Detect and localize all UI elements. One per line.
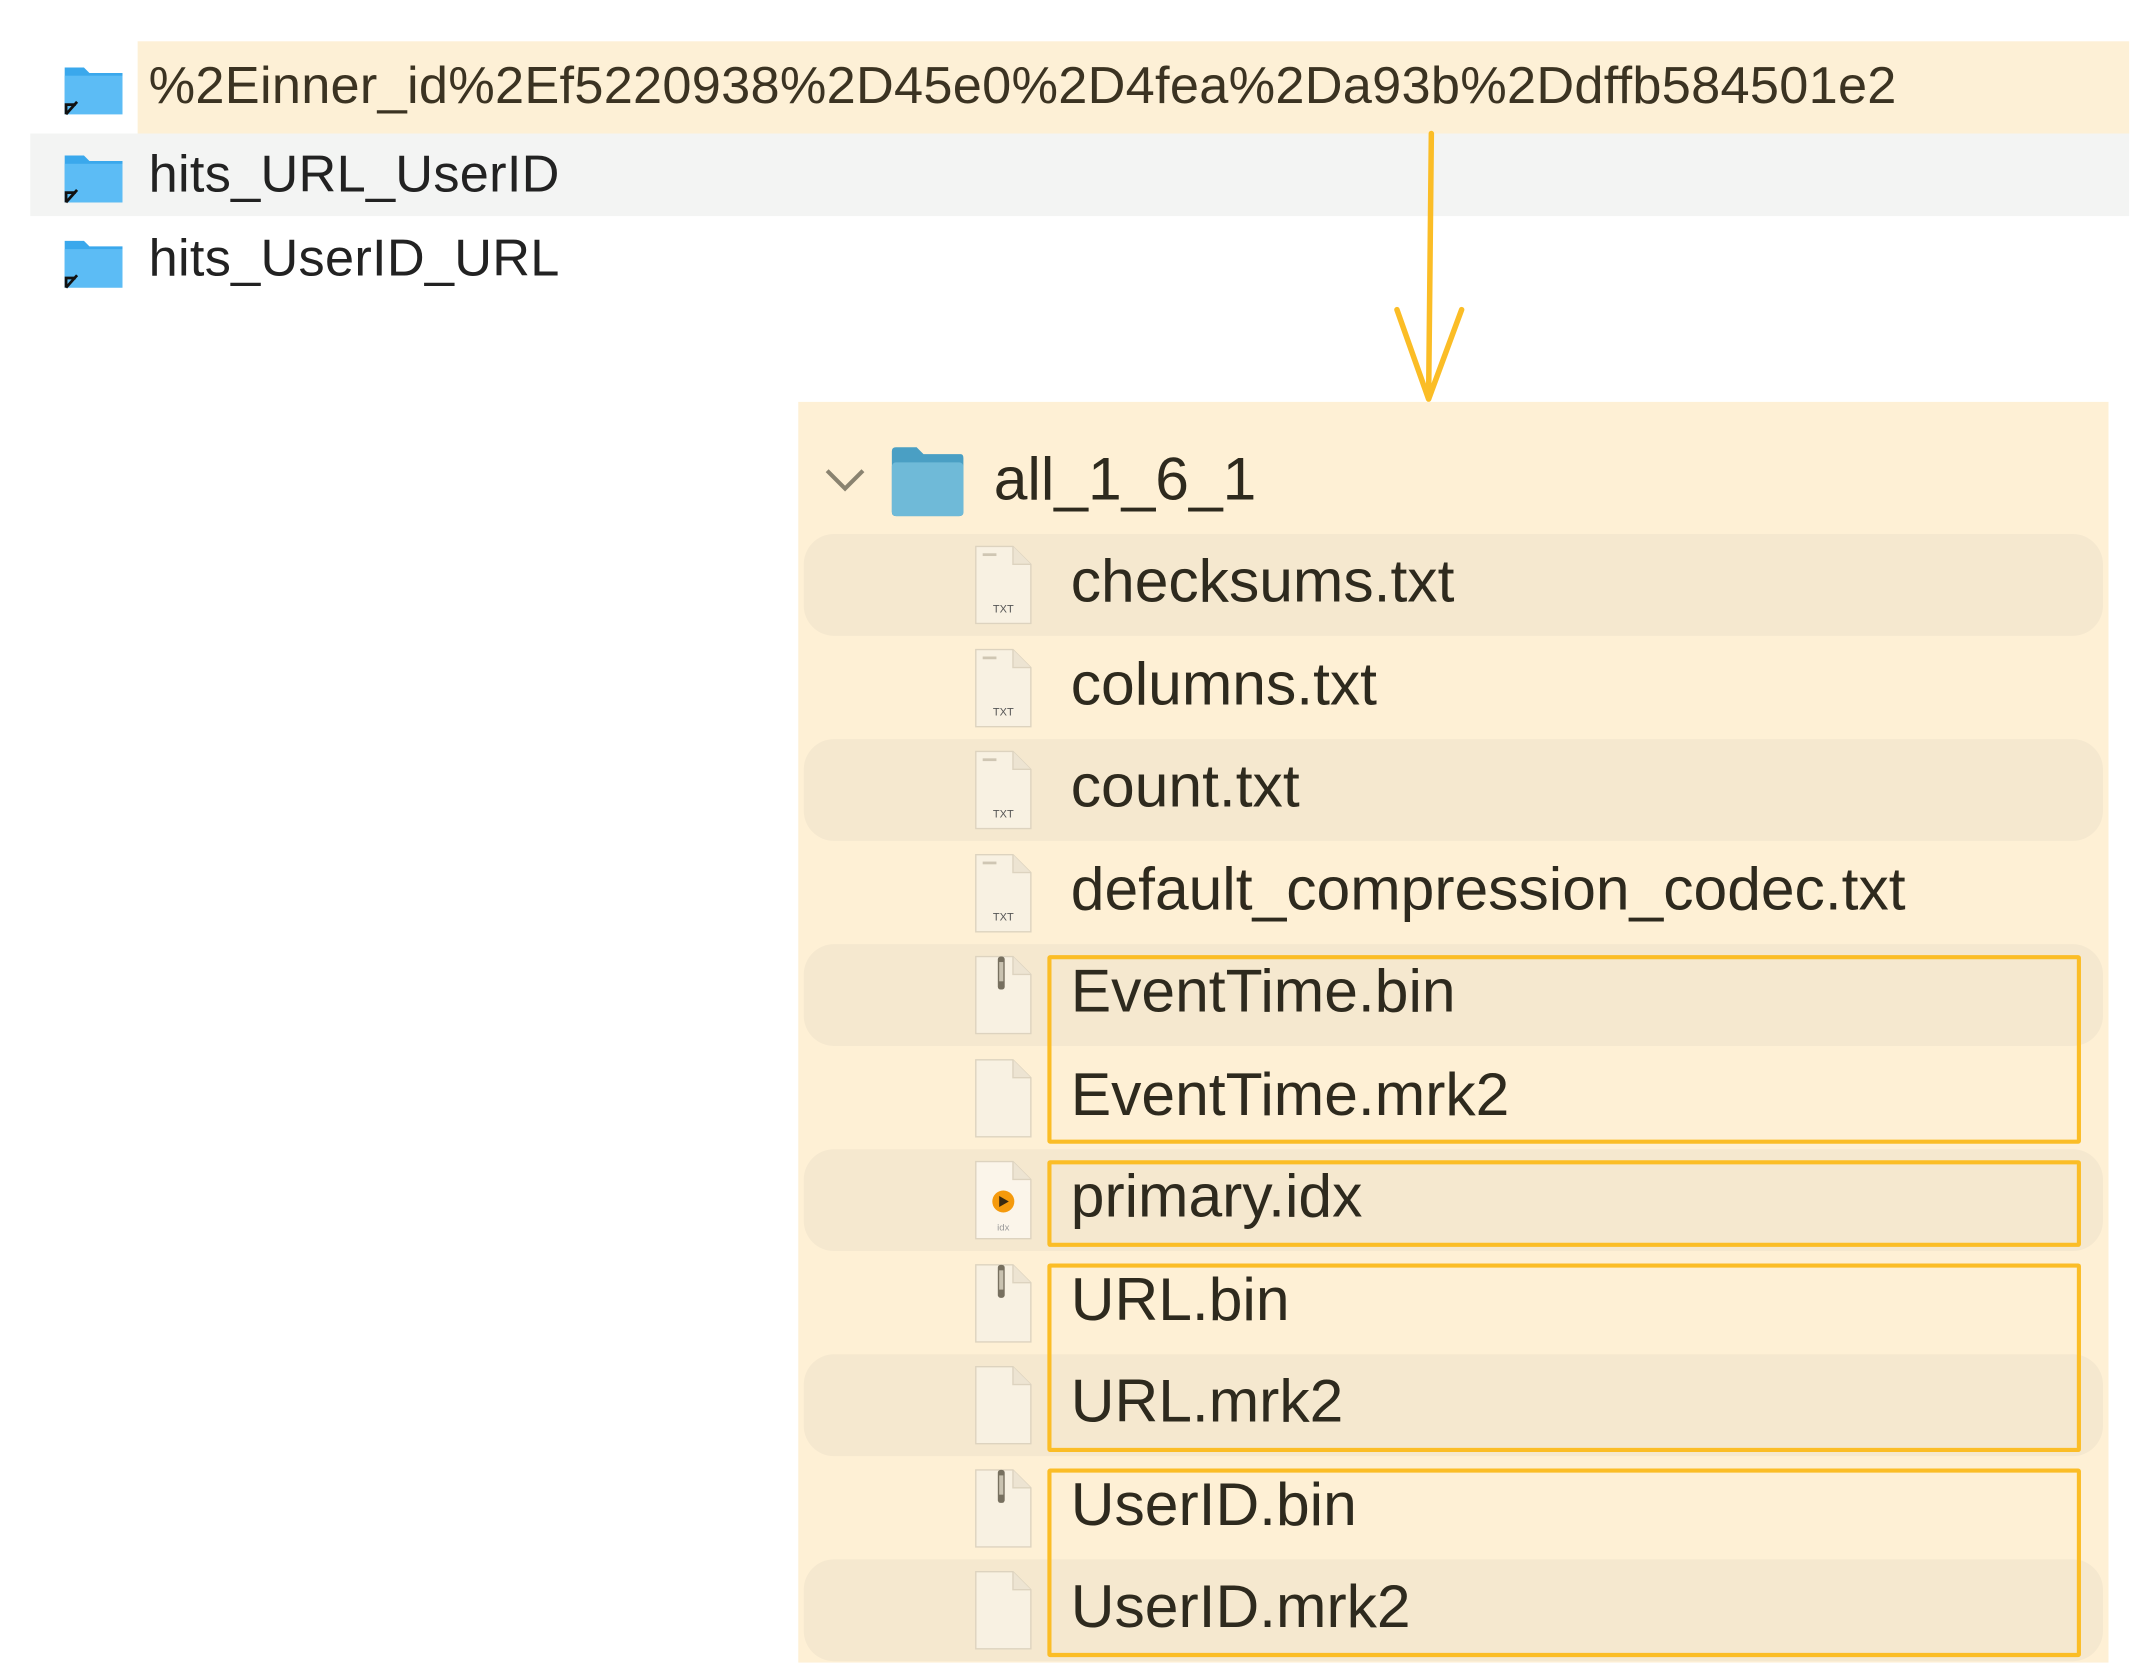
file-row[interactable]: UserID.bin xyxy=(804,1457,2103,1559)
highlight-box xyxy=(1047,1467,2081,1657)
blank-file-icon xyxy=(975,1058,1032,1137)
zip-file-icon xyxy=(975,1263,1032,1342)
zip-file-icon xyxy=(975,1468,1032,1547)
file-name: primary.idx xyxy=(1070,1162,1363,1231)
txt-file-icon: TXT xyxy=(975,750,1032,830)
folder-name: hits_URL_UserID xyxy=(148,145,560,204)
folder-row-inner-id[interactable]: %2Einner_id%2Ef5220938%2D45e0%2D4fea%2Da… xyxy=(64,41,2130,134)
file-row[interactable]: URL.mrk2 xyxy=(803,1354,2103,1457)
file-name: checksums.txt xyxy=(1070,547,1455,616)
blank-file-icon xyxy=(975,1571,1032,1650)
chevron-down-icon[interactable] xyxy=(823,465,867,495)
file-row[interactable]: EventTime.mrk2 xyxy=(804,1047,2103,1149)
file-name: columns.txt xyxy=(1070,650,1378,718)
svg-text:TXT: TXT xyxy=(993,706,1014,718)
svg-text:TXT: TXT xyxy=(993,809,1014,821)
file-row[interactable]: TXT default_compression_codec.txt xyxy=(804,842,2103,944)
folder-alias-icon xyxy=(64,155,123,204)
file-row[interactable]: TXT count.txt xyxy=(803,739,2103,841)
txt-file-icon: TXT xyxy=(975,853,1032,932)
folder-icon xyxy=(891,447,964,517)
folder-alias-icon xyxy=(64,240,123,289)
idx-file-icon: idx xyxy=(975,1160,1032,1240)
file-name: UserID.mrk2 xyxy=(1070,1573,1411,1641)
file-name: count.txt xyxy=(1070,752,1300,821)
file-name: default_compression_codec.txt xyxy=(1070,855,1906,923)
txt-file-icon: TXT xyxy=(975,545,1032,625)
highlight-box xyxy=(1047,1160,2081,1247)
folder-name: all_1_6_1 xyxy=(993,445,1257,514)
folder-name: hits_UserID_URL xyxy=(148,229,560,288)
file-row[interactable]: EventTime.bin xyxy=(803,944,2103,1046)
file-row[interactable]: URL.bin xyxy=(804,1252,2103,1354)
svg-text:TXT: TXT xyxy=(993,911,1014,923)
annotation-arrow xyxy=(1394,130,1465,402)
folder-alias-icon xyxy=(64,67,123,116)
svg-text:TXT: TXT xyxy=(993,603,1014,615)
svg-text:idx: idx xyxy=(997,1222,1009,1233)
txt-file-icon: TXT xyxy=(975,648,1032,727)
highlight-box xyxy=(1047,955,2081,1144)
file-name: UserID.bin xyxy=(1070,1470,1357,1539)
folder-name: %2Einner_id%2Ef5220938%2D45e0%2D4fea%2Da… xyxy=(148,57,1897,116)
file-name: EventTime.mrk2 xyxy=(1070,1060,1510,1128)
highlight-box xyxy=(1047,1262,2081,1452)
file-name: URL.bin xyxy=(1070,1265,1290,1333)
folder-row-all-1-6-1[interactable]: all_1_6_1 xyxy=(804,438,2103,532)
zip-file-icon xyxy=(975,955,1032,1035)
file-row[interactable]: idx primary.idx xyxy=(803,1149,2103,1252)
file-name: URL.mrk2 xyxy=(1070,1368,1344,1436)
file-row[interactable]: UserID.mrk2 xyxy=(803,1559,2103,1662)
file-name: EventTime.bin xyxy=(1070,957,1456,1026)
folder-row-hits-url-userid[interactable]: hits_URL_UserID xyxy=(30,133,2130,217)
file-row[interactable]: TXT columns.txt xyxy=(804,637,2103,739)
file-row[interactable]: TXT checksums.txt xyxy=(803,534,2103,636)
blank-file-icon xyxy=(975,1365,1032,1445)
folder-row-hits-userid-url[interactable]: hits_UserID_URL xyxy=(30,216,2129,303)
